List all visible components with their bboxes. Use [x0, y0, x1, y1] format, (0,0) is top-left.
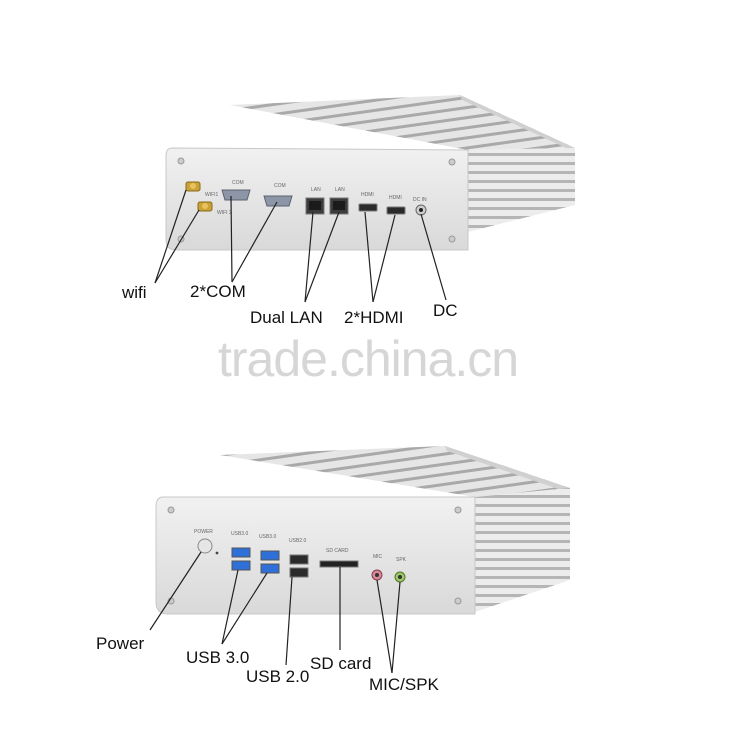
- com-port-2: [263, 195, 293, 207]
- wifi-connector-2: [197, 201, 213, 212]
- hdmi1-port-label: HDMI: [361, 192, 374, 198]
- usb3-1-port-label: USB3.0: [231, 531, 248, 537]
- bottom-device: POWER USB3.0 USB3.0 USB2.0 SD CARD MIC S…: [149, 446, 570, 674]
- mic-spk-callout: MIC/SPK: [369, 675, 439, 694]
- bottom-front-panel: [155, 496, 476, 615]
- com1-port-label: COM: [232, 180, 244, 186]
- spk-port-label: SPK: [396, 557, 407, 563]
- dc-callout: DC: [433, 301, 458, 320]
- sd-card-port-label: SD CARD: [326, 548, 349, 554]
- top-device: WIFI1 WIFI 2 COM COM LAN LAN HDMI HDMI D…: [154, 95, 575, 303]
- watermark-text: trade.china.cn: [218, 331, 519, 387]
- usb2-ports: [289, 554, 309, 578]
- mic-port-label: MIC: [373, 554, 383, 560]
- hdmi-callout: 2*HDMI: [344, 308, 404, 327]
- bottom-side-fins: [475, 488, 570, 612]
- wifi1-label: WIFI1: [205, 192, 219, 198]
- com2-port-label: COM: [274, 183, 286, 189]
- power-button: [197, 538, 213, 554]
- wifi-callout: wifi: [122, 283, 147, 302]
- bottom-callout-lines: [149, 551, 401, 674]
- usb3-2-port-label: USB3.0: [259, 534, 276, 540]
- usb3-callout: USB 3.0: [186, 648, 250, 667]
- hdmi-port-1: [358, 203, 378, 212]
- usb2-callout: USB 2.0: [246, 667, 310, 686]
- hdmi-port-2: [386, 206, 406, 215]
- wifi2-label: WIFI 2: [217, 210, 232, 216]
- lan1-port-label: LAN: [311, 187, 321, 193]
- com-callout: 2*COM: [190, 282, 246, 301]
- top-side-fins: [468, 148, 575, 232]
- top-heatsink-fins: [230, 95, 575, 150]
- power-port-label: POWER: [194, 529, 213, 535]
- com-port-1: [221, 189, 251, 201]
- wifi-connector-1: [185, 181, 201, 192]
- power-callout: Power: [96, 634, 145, 653]
- usb3-ports-1: [231, 547, 251, 571]
- usb2-port-label: USB2.0: [289, 538, 306, 544]
- hdmi2-port-label: HDMI: [389, 195, 402, 201]
- usb3-ports-2: [260, 550, 280, 574]
- top-callout-lines: [154, 189, 447, 303]
- sd-card-callout: SD card: [310, 654, 372, 673]
- lan2-port-label: LAN: [335, 187, 345, 193]
- dc-in-port-label: DC IN: [413, 197, 427, 203]
- lan-callout: Dual LAN: [250, 308, 323, 327]
- sd-card-slot: [319, 560, 359, 568]
